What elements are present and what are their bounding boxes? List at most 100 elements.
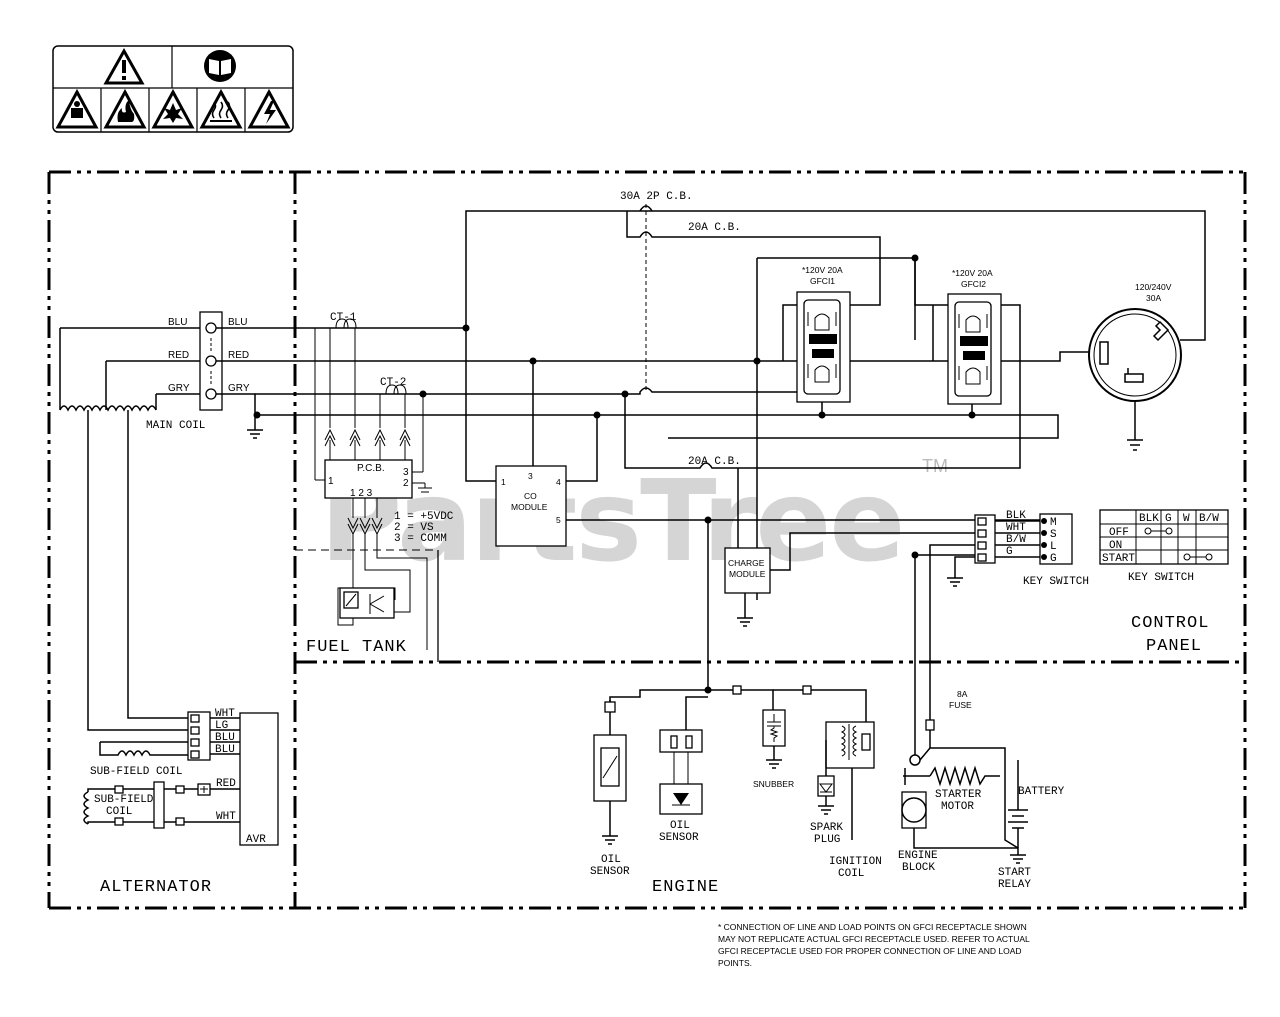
pcb-pins-bottom: 1 2 3 <box>350 488 373 499</box>
wire-label-blu: BLU <box>168 317 187 328</box>
terminal-label-blu: BLU <box>228 317 247 328</box>
ct1 <box>329 318 357 428</box>
wire-label-red: RED <box>168 350 189 361</box>
twist-lock-label-2: 30A <box>1146 293 1161 303</box>
cb-30a-label: 30A 2P C.B. <box>620 191 693 203</box>
ks-term-l: L <box>1050 541 1057 553</box>
ks-table-row-off: OFF <box>1109 527 1129 539</box>
ks-table-h-blk: BLK <box>1139 513 1159 525</box>
ks-wire-g: G <box>1006 546 1013 558</box>
snubber-connector <box>732 685 742 695</box>
pcb-pin-3: 3 <box>403 467 409 478</box>
oil-sensor-2 <box>659 696 708 815</box>
footnote-line-1: * CONNECTION OF LINE AND LOAD POINTS ON … <box>718 922 1027 932</box>
key-switch-connector <box>974 514 1043 564</box>
twist-lock-outlet <box>1088 308 1182 402</box>
avr-label: AVR <box>246 834 266 846</box>
pcb-input-connectors <box>314 328 424 481</box>
ct2-label: CT-2 <box>380 377 406 389</box>
snubber <box>762 709 786 769</box>
pcb-pin-1: 1 <box>328 476 334 487</box>
oil-sensor-2-label-1: OIL <box>670 820 690 832</box>
ks-term-g: G <box>1050 553 1057 565</box>
ignition-coil <box>825 721 875 840</box>
hazard-person-icon <box>55 88 99 129</box>
cb-20a-bottom-symbol <box>624 304 1021 469</box>
cb-20a-top-label: 20A C.B. <box>688 222 741 234</box>
cb-20a-bottom-label: 20A C.B. <box>688 456 741 468</box>
fuse-symbol <box>925 719 935 731</box>
starter-motor-label-1: STARTER <box>935 789 982 801</box>
alternator-section-label: ALTERNATOR <box>100 878 212 897</box>
twist-lock-label-1: 120/240V <box>1135 282 1172 292</box>
footnote-line-4: POINTS. <box>718 958 752 968</box>
starter-motor <box>901 747 1019 855</box>
sub-field-coil-2-label-1: SUB-FIELD <box>94 794 154 806</box>
oil-sensor-1 <box>593 700 627 845</box>
fuse-label-1: 8A <box>957 689 968 699</box>
key-switch-label: KEY SWITCH <box>1023 576 1089 588</box>
co-pin-5: 5 <box>556 515 561 525</box>
spark-plug <box>817 740 835 815</box>
footnote-line-2: MAY NOT REPLICATE ACTUAL GFCI RECEPTACLE… <box>718 934 1030 944</box>
sub-field-coil-1-label: SUB-FIELD COIL <box>90 766 182 778</box>
oil-sensor-1-label-2: SENSOR <box>590 866 630 878</box>
watermark-tm: TM <box>922 456 948 476</box>
gfci2-label-1: *120V 20A <box>952 268 993 278</box>
warning-panel <box>52 45 294 133</box>
engine-section-label: ENGINE <box>652 878 719 897</box>
ks-table-h-g: G <box>1165 513 1172 525</box>
ks-wire-blk: BLK <box>1006 510 1026 522</box>
main-coil <box>59 327 200 731</box>
ks-term-s: S <box>1050 529 1057 541</box>
key-switch-table-label: KEY SWITCH <box>1128 572 1194 584</box>
oil-sensor-1-label-1: OIL <box>601 854 621 866</box>
co-module-label-2: MODULE <box>511 502 548 512</box>
co-module-label-1: CO <box>524 491 537 501</box>
oil-sensor-2-label-2: SENSOR <box>659 832 699 844</box>
fuel-tank-section-label: FUEL TANK <box>306 638 407 657</box>
cb-30a-symbol <box>626 204 881 392</box>
terminal-label-gry: GRY <box>228 383 250 394</box>
terminal-label-red: RED <box>228 350 249 361</box>
footnote-line-3: GFCI RECEPTACLE USED FOR PROPER CONNECTI… <box>718 946 1022 956</box>
gfci1-label-2: GFCI1 <box>810 276 835 286</box>
avr-pin-blu1: BLU <box>215 732 235 744</box>
hot-surface-icon <box>199 88 243 129</box>
sub-field-coil-2-label-2: COIL <box>106 806 132 818</box>
avr-pin-blu2: BLU <box>215 744 235 756</box>
twist-lock-ground <box>1127 439 1143 451</box>
control-panel-label-line2: PANEL <box>1146 637 1202 656</box>
spark-plug-label-1: SPARK <box>810 822 843 834</box>
charge-module-box <box>724 547 771 594</box>
avr-wht-label: WHT <box>216 811 236 823</box>
co-pin-4: 4 <box>556 477 561 487</box>
avr-red-label: RED <box>216 778 236 790</box>
watermark: PartsTree TM <box>320 456 948 587</box>
gfci1-receptacle <box>796 291 851 403</box>
engine-block-label-1: ENGINE <box>898 850 938 862</box>
ks-table-h-bw: B/W <box>1199 513 1219 525</box>
gfci2-label-2: GFCI2 <box>961 279 986 289</box>
sub-field-coil-1 <box>99 741 188 757</box>
ks-table-h-w: W <box>1183 513 1190 525</box>
ks-table-row-start: START <box>1102 553 1135 565</box>
watermark-text: PartsTree <box>320 457 903 587</box>
pcb-legend-3: 3 = COMM <box>394 533 447 545</box>
pcb-legend-2: 2 = VS <box>394 522 434 534</box>
fuel-level-sensor <box>339 587 395 619</box>
fuse-label-2: FUSE <box>949 700 972 710</box>
terminal-block <box>199 311 223 411</box>
ground-symbol <box>247 415 263 439</box>
avr-pin-wht: WHT <box>215 708 235 720</box>
ignition-connector <box>802 685 812 695</box>
ignition-coil-label-1: IGNITION <box>829 856 882 868</box>
section-borders <box>47 170 1247 910</box>
avr-module <box>187 711 279 846</box>
co-module-box <box>495 465 567 547</box>
main-coil-label: MAIN COIL <box>146 420 205 432</box>
gfci1-label-1: *120V 20A <box>802 265 843 275</box>
battery-label: BATTERY <box>1018 786 1065 798</box>
control-panel-label-line1: CONTROL <box>1131 614 1209 633</box>
